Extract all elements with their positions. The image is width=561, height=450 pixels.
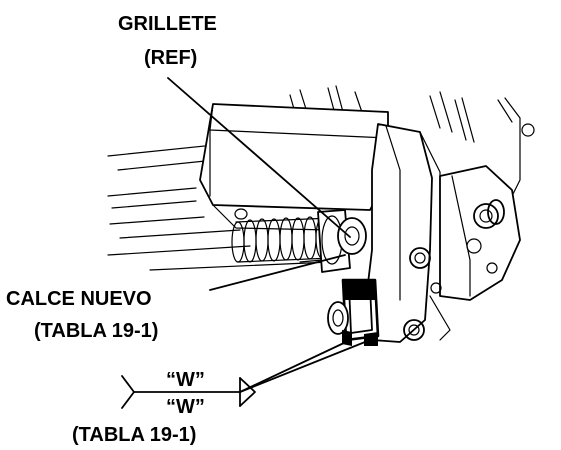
weld-label-top: “W”	[166, 369, 205, 391]
new-shim	[327, 278, 380, 346]
weld-symbol	[121, 375, 256, 409]
shackle-label-line2: (REF)	[144, 47, 197, 69]
spring	[231, 208, 333, 263]
weld-label-bottom: “W”	[166, 396, 205, 418]
upper-housing	[199, 103, 389, 231]
shackle-plate	[365, 123, 441, 343]
table-ref-label: (TABLA 19-1)	[72, 424, 196, 445]
shim-label-line1: CALCE NUEVO	[6, 288, 152, 310]
shackle-label-line1: GRILLETE	[118, 13, 217, 35]
right-bracket	[429, 123, 535, 341]
pivot-pin	[337, 217, 367, 255]
leader-lines	[167, 77, 371, 393]
shim-label-line2: (TABLA 19-1)	[34, 320, 158, 342]
